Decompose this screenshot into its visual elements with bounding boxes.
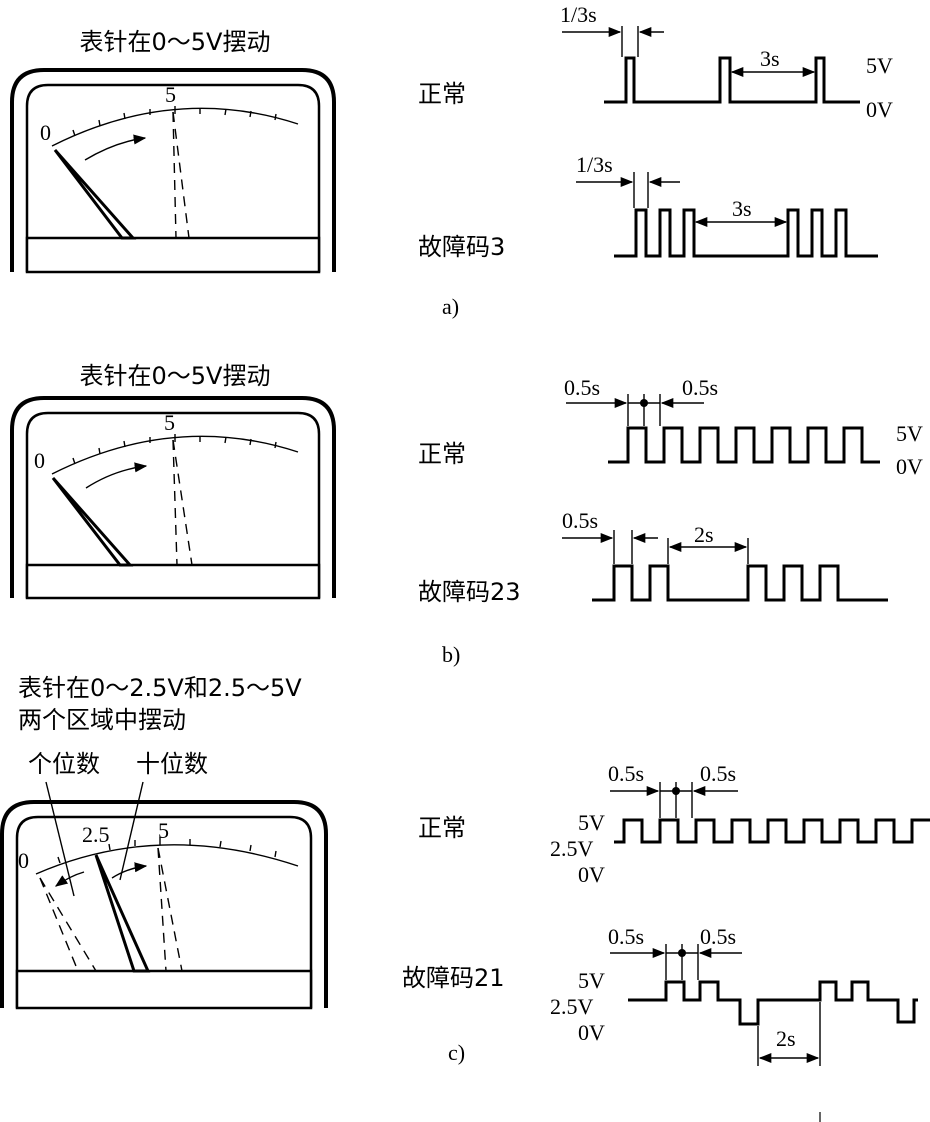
meter-a-scale-zero: 0 bbox=[40, 120, 51, 145]
meter-c-needle-dashed-five-b bbox=[157, 847, 183, 972]
meter-a-needle-solid bbox=[53, 149, 137, 240]
meter-c-scale-mid: 2.5 bbox=[82, 822, 110, 847]
panel-b-normal-dim-right-label: 0.5s bbox=[682, 375, 718, 400]
panel-a-level-low: 0V bbox=[866, 97, 893, 122]
panel-c-fault-dim-gap bbox=[757, 1002, 821, 1066]
panel-a-normal-dim-pulse bbox=[562, 26, 664, 57]
panel-b-fault-dim-pulse bbox=[562, 530, 658, 564]
panel-a-fault-waveform bbox=[614, 208, 878, 258]
panel-b-normal-dim-dot bbox=[640, 399, 648, 407]
panel-c-fault-label: 故障码21 bbox=[402, 964, 505, 992]
panel-c-fault-level-mid: 2.5V bbox=[550, 994, 594, 1019]
meter-c-needle-dashed-zero-b bbox=[39, 877, 97, 972]
panel-b-fault-waveform bbox=[592, 564, 888, 602]
panel-b-normal-label: 正常 bbox=[418, 440, 466, 468]
panel-c-normal-dims bbox=[610, 782, 738, 818]
meter-c: 0 2.5 5 bbox=[0, 800, 328, 1010]
meter-c-units-swing-arrow bbox=[54, 871, 85, 887]
panel-c-caption: c) bbox=[448, 1040, 465, 1065]
panel-c-normal-level-high: 5V bbox=[578, 810, 605, 835]
meter-b: 表针在0～5V摆动 0 5 bbox=[10, 362, 336, 600]
panel-c-fault-dim-dot bbox=[678, 949, 686, 957]
meter-c-outer-frame bbox=[0, 800, 328, 1008]
panel-b-level-low: 0V bbox=[896, 454, 923, 479]
panel-b-fault-label: 故障码23 bbox=[418, 578, 521, 606]
meter-c-tens-swing-arrow bbox=[111, 862, 148, 879]
panel-c-normal-dim-left-label: 0.5s bbox=[608, 761, 644, 786]
panel-b: 表针在0～5V摆动 0 5 正常 故障码23 bbox=[10, 362, 923, 667]
meter-a-outer-frame bbox=[10, 68, 336, 272]
panel-a: 表针在0～5V摆动 0 5 正常 故障码3 bbox=[10, 2, 893, 319]
meter-a-needle-dashed-right bbox=[172, 111, 190, 239]
meter-c-units-digit-label: 个位数 bbox=[28, 750, 100, 778]
panel-a-fault-dim-pulse bbox=[576, 172, 680, 208]
panel-a-normal-dim-gap-label: 3s bbox=[760, 46, 780, 71]
meter-b-inner-frame bbox=[25, 411, 321, 598]
meter-c-needle-dashed-five-a bbox=[157, 847, 167, 972]
panel-c-fault-dim-left-label: 0.5s bbox=[608, 924, 644, 949]
panel-c-normal-dim-dot bbox=[672, 787, 680, 795]
meter-b-title: 表针在0～5V摆动 bbox=[80, 362, 271, 390]
meter-b-scale-zero: 0 bbox=[34, 448, 45, 473]
panel-c-normal-level-mid: 2.5V bbox=[550, 836, 594, 861]
meter-b-swing-arrow bbox=[85, 462, 148, 489]
meter-a-ticks bbox=[72, 106, 277, 137]
panel-c-normal-level-low: 0V bbox=[578, 862, 605, 887]
meter-a-title: 表针在0～5V摆动 bbox=[80, 28, 271, 56]
panel-c-fault-dim-gap-label: 2s bbox=[776, 1026, 796, 1051]
panel-a-fault-dim-gap-label: 3s bbox=[732, 196, 752, 221]
panel-c-fault-level-low: 0V bbox=[578, 1020, 605, 1045]
panel-a-normal-label: 正常 bbox=[418, 80, 466, 108]
panel-a-normal-dim-pulse-label: 1/3s bbox=[560, 2, 597, 27]
panel-c-normal-dim-right-label: 0.5s bbox=[700, 761, 736, 786]
panel-c-fault-level-high: 5V bbox=[578, 968, 605, 993]
panel-b-normal-waveform bbox=[608, 426, 880, 464]
meter-c-title-line1: 表针在0～2.5V和2.5～5V bbox=[18, 674, 302, 702]
panel-c-fault-dims-top bbox=[610, 944, 742, 980]
meter-c-base-plate bbox=[15, 969, 313, 1010]
meter-b-needle-solid bbox=[51, 477, 134, 567]
meter-c-inner-frame bbox=[15, 815, 313, 1008]
meter-a-inner-frame bbox=[25, 83, 321, 272]
meter-a-scale-five: 5 bbox=[165, 82, 176, 107]
panel-b-fault-dim-gap-label: 2s bbox=[694, 522, 714, 547]
meter-c-tens-leader bbox=[119, 781, 144, 881]
panel-c: 表针在0～2.5V和2.5～5V 两个区域中摆动 个位数 十位数 0 2.5 5 bbox=[0, 674, 930, 1122]
meter-b-base-plate bbox=[25, 563, 321, 600]
panel-b-normal-dim-left-label: 0.5s bbox=[564, 375, 600, 400]
meter-a: 表针在0～5V摆动 0 5 bbox=[10, 28, 336, 274]
panel-a-normal-waveform bbox=[604, 56, 860, 104]
meter-c-scale-zero: 0 bbox=[18, 848, 29, 873]
meter-b-ticks bbox=[72, 434, 277, 465]
meter-a-swing-arrow bbox=[84, 134, 147, 161]
panel-b-caption: b) bbox=[442, 642, 460, 667]
panel-c-normal-label: 正常 bbox=[418, 814, 466, 842]
panel-c-fault-dim-right-label: 0.5s bbox=[700, 924, 736, 949]
meter-c-tens-digit-label: 十位数 bbox=[136, 750, 208, 778]
meter-b-needle-dashed-right bbox=[172, 439, 193, 566]
meter-a-needle-dashed-left bbox=[172, 111, 177, 239]
panel-b-fault-dim-gap bbox=[667, 538, 749, 564]
meter-c-units-leader bbox=[45, 781, 75, 897]
panel-a-fault-label: 故障码3 bbox=[418, 233, 505, 261]
panel-a-level-high: 5V bbox=[866, 53, 893, 78]
panel-c-fault-waveform bbox=[628, 980, 918, 1026]
meter-b-needle-dashed-left bbox=[172, 439, 178, 566]
meter-c-ticks bbox=[57, 837, 277, 864]
meter-c-scale-five: 5 bbox=[158, 818, 169, 843]
meter-a-base-plate bbox=[25, 236, 321, 274]
panel-b-level-high: 5V bbox=[896, 421, 923, 446]
panel-a-fault-dim-pulse-label: 1/3s bbox=[576, 152, 613, 177]
meter-c-title-line2: 两个区域中摆动 bbox=[18, 706, 186, 734]
meter-c-scale-arc bbox=[35, 844, 299, 875]
meter-b-outer-frame bbox=[10, 396, 336, 598]
panel-c-normal-waveform bbox=[614, 818, 930, 844]
meter-b-scale-five: 5 bbox=[164, 410, 175, 435]
meter-c-needle-solid bbox=[94, 854, 151, 973]
panel-a-caption: a) bbox=[442, 294, 459, 319]
panel-b-fault-dim-pulse-label: 0.5s bbox=[562, 508, 598, 533]
